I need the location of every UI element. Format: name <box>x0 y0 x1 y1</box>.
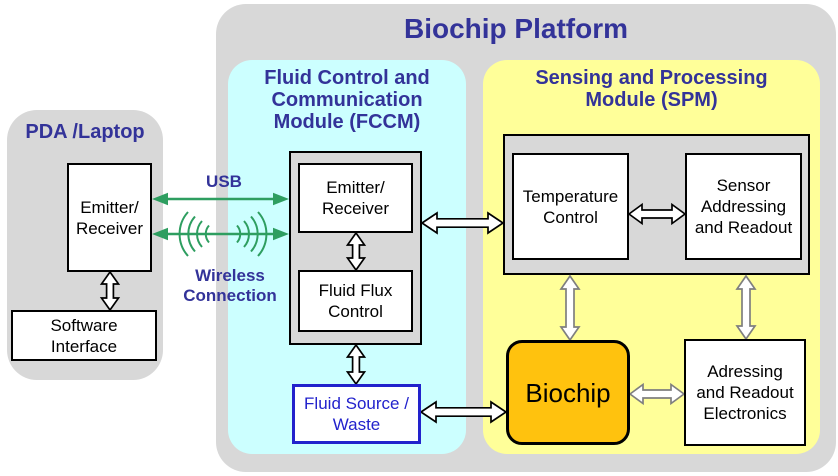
arrow-fccm-to-fluidsource <box>345 343 367 386</box>
usb-label: USB <box>206 172 242 191</box>
fccm-emitter-receiver-box: Emitter/ Receiver <box>298 163 413 233</box>
arrow-fccm-to-spm <box>420 211 505 235</box>
temperature-control-box: Temperature Control <box>512 153 629 260</box>
wave-arc-left <box>196 220 203 248</box>
biochip-box: Biochip <box>506 340 630 445</box>
pda-title: PDA /Laptop <box>25 121 145 143</box>
arrow-fluidsource-to-biochip <box>419 400 508 424</box>
wave-arc-left <box>178 211 189 257</box>
wireless-label: Wireless Connection <box>183 266 277 305</box>
arrow-wireless <box>152 227 289 241</box>
block-arrows <box>99 202 757 424</box>
sensor-addressing-box: Sensor Addressing and Readout <box>685 153 802 260</box>
wave-arc-left <box>187 215 196 253</box>
arrow-usb <box>152 192 289 206</box>
addressing-electronics-box: Adressing and Readout Electronics <box>684 339 806 446</box>
arrow-fccm-er-to-fluidflux <box>345 231 367 272</box>
wave-arc-left <box>204 224 210 244</box>
software-interface-box: Software Interface <box>11 310 157 361</box>
pda-emitter-receiver-box: Emitter/ Receiver <box>67 163 152 272</box>
arrow-spm-to-adressing <box>735 274 757 341</box>
fluid-source-waste-box: Fluid Source / Waste <box>292 384 421 444</box>
wave-arc-right <box>257 211 268 257</box>
wave-arc-right <box>250 215 259 253</box>
arrow-temp-to-sensor <box>627 202 687 226</box>
arrow-biochip-to-adressing <box>628 382 686 406</box>
wireless-waves-icon <box>178 211 268 257</box>
green-arrows <box>152 192 289 241</box>
fccm-title: Fluid Control and Communication Module (… <box>264 67 430 133</box>
fluid-flux-control-box: Fluid Flux Control <box>298 270 413 332</box>
arrow-spm-to-biochip <box>559 274 581 342</box>
arrow-pda-er-to-software <box>99 270 121 312</box>
spm-title: Sensing and Processing Module (SPM) <box>535 67 768 111</box>
wave-arc-right <box>243 220 250 248</box>
platform-title: Biochip Platform <box>403 13 628 44</box>
wave-arc-right <box>236 224 242 244</box>
